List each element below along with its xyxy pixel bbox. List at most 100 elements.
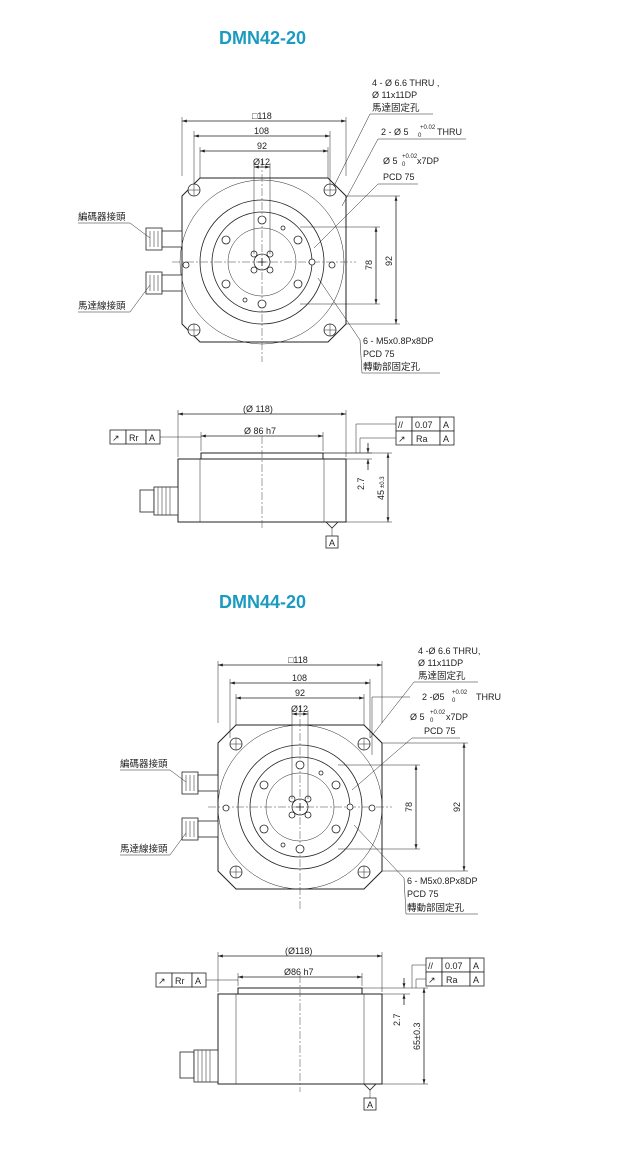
svg-text:THRU: THRU — [437, 127, 462, 137]
datum-box — [363, 1097, 377, 1111]
svg-text:0.07: 0.07 — [415, 420, 433, 430]
note-dp: Ø 5 — [383, 156, 398, 166]
note-mount-2: Ø 11x11DP — [372, 90, 417, 100]
top-view: □118 108 92 Ø12 78 92 4 - Ø 6.6 THRU , — [78, 78, 466, 374]
dim-12: Ø12 — [253, 157, 270, 167]
fcf-right: // 0.07 A ↗ Ra A — [425, 957, 485, 987]
svg-text:+0.02: +0.02 — [402, 154, 418, 160]
note-mount-3: 馬達固定孔 — [372, 102, 420, 114]
dim-square: □118 — [252, 111, 272, 121]
side-connector — [139, 486, 179, 516]
label-motor: 馬達線接頭 — [120, 843, 168, 855]
rotary-ring — [199, 199, 325, 325]
diagram-dmn44: DMN44-20 — [120, 592, 501, 1111]
note-dp: Ø 5 — [410, 712, 425, 722]
note-mount-1: 4 - Ø 6.6 THRU , — [372, 78, 439, 88]
rotary-hole — [221, 215, 316, 309]
label-encoder: 編碼器接頭 — [78, 211, 126, 223]
label-motor: 馬達線接頭 — [78, 300, 126, 312]
note-thru: 2 - Ø 5 — [381, 127, 409, 137]
svg-text:+0.02: +0.02 — [430, 710, 446, 716]
note-mount-2: Ø 11x11DP — [418, 658, 463, 668]
svg-text:A: A — [195, 976, 201, 986]
side-view: (Ø118) Ø86 h7 2.7 65±0.3 ↗ Rr A — [155, 946, 485, 1111]
svg-text:0.07: 0.07 — [445, 961, 463, 971]
datum-box — [325, 535, 339, 549]
svg-text:↗: ↗ — [158, 976, 166, 986]
note-rot-1: 6 - M5x0.8Px8DP — [407, 876, 478, 886]
svg-text:↗: ↗ — [112, 433, 120, 443]
fcf-left: ↗ Rr A — [109, 429, 161, 445]
svg-text:A: A — [473, 961, 479, 971]
svg-text:Ra: Ra — [416, 434, 428, 444]
dim-92: 92 — [295, 688, 305, 698]
note-rot-1: 6 - M5x0.8Px8DP — [363, 336, 434, 346]
svg-text:A: A — [367, 1100, 373, 1110]
dim-78: 78 — [404, 802, 414, 812]
motor-connector — [145, 271, 183, 295]
diagram-title: DMN44-20 — [219, 592, 306, 612]
side-view: (Ø 118) Ø 86 h7 2.7 45±0.3 ↗ Rr A — [109, 404, 455, 549]
dim-92: 92 — [257, 141, 267, 151]
note-mount-3: 馬達固定孔 — [418, 670, 466, 682]
housing-outline — [181, 177, 347, 343]
fcf-right: // 0.07 A ↗ Ra A — [395, 416, 455, 446]
center-bore — [291, 798, 309, 816]
outer-ring — [217, 724, 383, 890]
note-pcd: PCD 75 — [424, 726, 456, 736]
dim-dia: (Ø118) — [285, 946, 312, 956]
note-rot-3: 轉動部固定孔 — [363, 361, 421, 373]
svg-text:Ra: Ra — [446, 975, 458, 985]
outer-ring — [179, 179, 345, 345]
svg-text:0: 0 — [452, 698, 456, 704]
note-rot-2: PCD 75 — [363, 349, 395, 359]
svg-text:x7DP: x7DP — [446, 712, 468, 722]
svg-text:0: 0 — [418, 133, 422, 139]
svg-text:+0.02: +0.02 — [452, 690, 468, 696]
dim-dia: (Ø 118) — [243, 404, 273, 414]
svg-text:0: 0 — [430, 718, 434, 724]
dim-86: Ø 86 h7 — [244, 426, 276, 436]
center-bore — [253, 253, 271, 271]
svg-text:Rr: Rr — [175, 976, 185, 986]
svg-text:A: A — [329, 538, 335, 548]
dim-27: 2.7 — [392, 1013, 402, 1026]
dim-108: 108 — [292, 673, 307, 683]
fcf-left: ↗ Rr A — [155, 972, 207, 988]
top-view: □118 108 92 Ø12 78 92 4 -Ø 6.6 THRU, Ø 1… — [120, 646, 501, 915]
svg-text:0: 0 — [402, 162, 406, 168]
note-thru: 2 -Ø5 — [422, 692, 445, 702]
svg-text://: // — [398, 420, 404, 430]
svg-text:A: A — [149, 433, 155, 443]
mount-hole — [229, 737, 371, 879]
svg-text:Rr: Rr — [129, 433, 139, 443]
diagram-dmn42: DMN42-20 — [78, 28, 466, 549]
encoder-connector — [145, 227, 183, 251]
dim-12: Ø12 — [291, 704, 308, 714]
svg-text://: // — [428, 961, 434, 971]
side-connector — [179, 1049, 219, 1083]
mount-hole — [187, 183, 337, 337]
svg-text:A: A — [443, 420, 449, 430]
svg-text:THRU: THRU — [476, 692, 501, 702]
rotary-ring — [237, 744, 363, 870]
svg-text:A: A — [443, 434, 449, 444]
dim-108: 108 — [254, 126, 269, 136]
note-pcd: PCD 75 — [383, 172, 415, 182]
note-rot-2: PCD 75 — [407, 889, 439, 899]
motor-connector — [181, 817, 219, 841]
svg-text:+0.02: +0.02 — [420, 125, 436, 131]
note-mount-1: 4 -Ø 6.6 THRU, — [418, 646, 480, 656]
encoder-connector — [181, 771, 219, 795]
diagram-title: DMN42-20 — [219, 28, 306, 48]
dim-height: 65±0.3 — [412, 1023, 422, 1050]
dim-78: 78 — [364, 260, 374, 270]
svg-text:↗: ↗ — [428, 975, 436, 985]
dim-height: 45±0.3 — [376, 476, 386, 500]
dim-86: Ø86 h7 — [284, 967, 314, 977]
label-encoder: 編碼器接頭 — [120, 758, 168, 770]
note-rot-3: 轉動部固定孔 — [407, 902, 465, 914]
dim-92-vertical: 92 — [384, 256, 394, 266]
dim-square: □118 — [288, 655, 308, 665]
svg-text:↗: ↗ — [398, 434, 406, 444]
